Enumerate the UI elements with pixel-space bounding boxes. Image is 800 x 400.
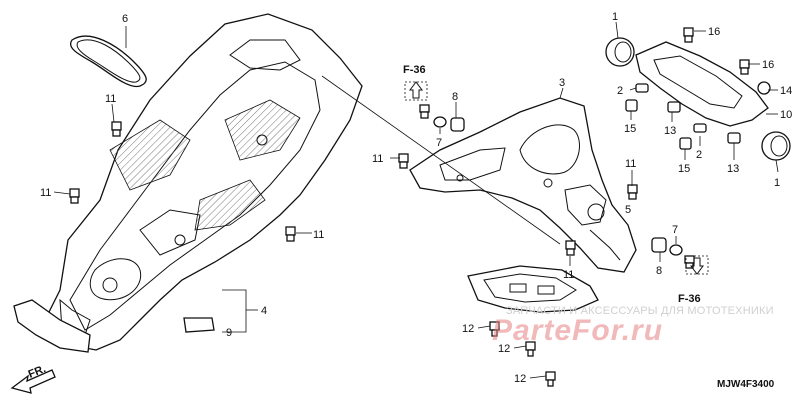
bolt-upper: [419, 104, 430, 119]
f36-upper-arrow: [404, 81, 428, 101]
callout-8-lower: 8: [656, 265, 662, 277]
rubber-8-lower: [651, 237, 667, 253]
callout-14: 14: [780, 85, 792, 97]
rubber-8-upper: [450, 117, 465, 132]
callout-12-a: 12: [462, 323, 474, 335]
inner-rear-fender-part: [39, 13, 363, 351]
callout-7-lower: 7: [672, 224, 678, 236]
callout-11-a: 11: [105, 93, 116, 105]
callout-8-upper: 8: [452, 91, 458, 103]
callout-6: 6: [122, 13, 128, 25]
ref-f36-bottom: F-36: [678, 293, 701, 305]
leader-lines: [53, 21, 779, 379]
collar-13-right: [727, 132, 741, 144]
callout-15-left: 15: [624, 123, 636, 135]
callout-11-e: 11: [625, 158, 636, 170]
callout-9: 9: [226, 327, 232, 339]
callout-12-c: 12: [514, 373, 526, 385]
fender-flap-part: [13, 299, 91, 353]
bolt-11-c: [285, 226, 296, 242]
callout-10: 10: [780, 109, 792, 121]
collar-7-upper: [433, 116, 447, 128]
grommet-15-left: [625, 99, 638, 112]
callout-11-f: 11: [563, 269, 574, 281]
bolt-11-d: [398, 153, 409, 169]
nut-2-left: [635, 83, 649, 93]
screw-12-c: [545, 371, 556, 387]
callout-4: 4: [261, 305, 267, 317]
callout-2-right: 2: [696, 149, 702, 161]
reflector-stay-part: [635, 41, 769, 127]
bolt-11-f: [565, 240, 576, 256]
callout-11-c: 11: [313, 229, 324, 241]
callout-16-right: 16: [762, 59, 774, 71]
callout-7-upper: 7: [436, 137, 442, 149]
callout-5: 5: [625, 204, 631, 216]
plate-mount-part: [467, 265, 599, 313]
callout-11-d: 11: [372, 153, 383, 165]
ref-f36-top: F-36: [403, 64, 426, 76]
callout-1-top: 1: [612, 11, 618, 23]
f36-lower-arrow: [685, 255, 709, 275]
nut-2-right: [693, 123, 707, 133]
watermark-subtitle: ЗАПЧАСТИ И АКСЕССУАРЫ ДЛЯ МОТОТЕХНИКИ: [506, 305, 774, 317]
bolt-11-e: [627, 184, 638, 200]
watermark-brand: ParteFor.ru: [492, 314, 664, 347]
bolt-11-a: [111, 121, 122, 137]
callout-13-right: 13: [727, 163, 739, 175]
drawing-code: MJW4F3400: [717, 379, 775, 390]
emblem-part: [183, 317, 215, 333]
callout-1-bottom: 1: [774, 177, 780, 189]
reflector-bottom: [761, 131, 791, 161]
collar-13-left: [667, 101, 681, 113]
callout-15-right: 15: [678, 163, 690, 175]
callout-16-left: 16: [708, 26, 720, 38]
callout-3: 3: [559, 77, 565, 89]
callout-2-left: 2: [617, 85, 623, 97]
collar-7-lower: [669, 244, 683, 256]
callout-12-b: 12: [498, 343, 510, 355]
rear-bracket-part: [409, 97, 637, 273]
seal-band-part: [69, 35, 147, 88]
callout-11-b: 11: [40, 187, 51, 199]
nut-14: [757, 81, 771, 95]
reflector-top: [605, 37, 635, 67]
bolt-11-b: [69, 188, 80, 204]
grommet-15-right: [679, 137, 692, 150]
callout-13-left: 13: [664, 125, 676, 137]
front-direction-arrow: [10, 369, 56, 394]
screw-16-left: [683, 27, 694, 43]
screw-16-right: [739, 59, 750, 75]
